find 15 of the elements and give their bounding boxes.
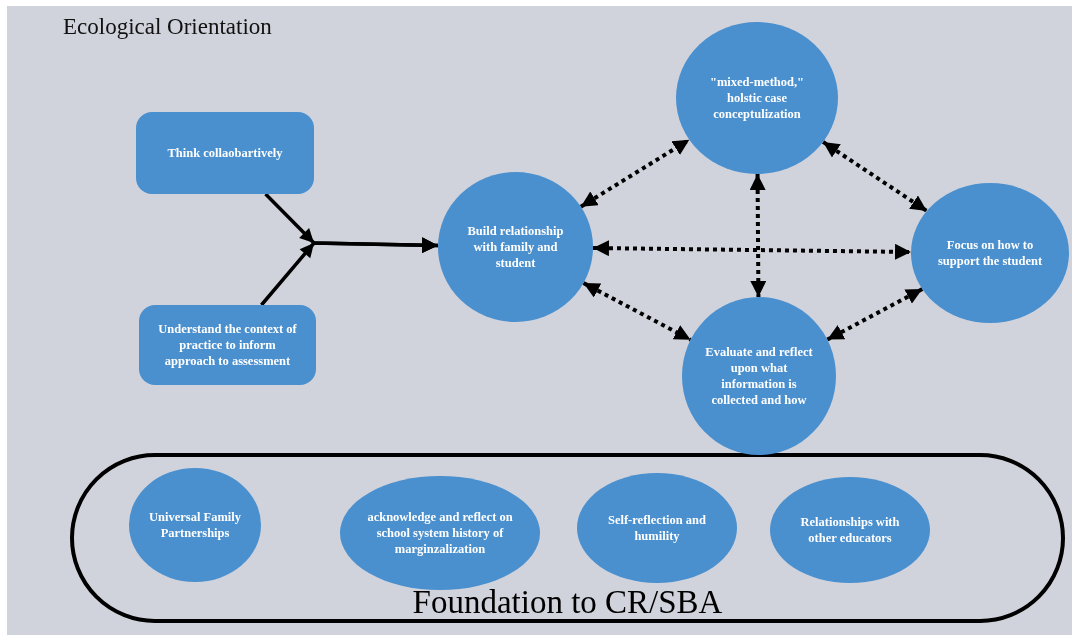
rounded-box bbox=[139, 305, 316, 385]
rounded-box bbox=[136, 112, 314, 194]
node-text: Build relationship with family and student bbox=[466, 222, 565, 272]
node-text: Understand the context of practice to inform approach to assessment bbox=[157, 320, 298, 370]
node-text: "mixed-method," holstic case conceptulization bbox=[708, 73, 806, 123]
diagram-title: Ecological Orientation bbox=[63, 14, 272, 40]
node-text: Evaluate and reflect upon what information is collected and how bbox=[704, 343, 814, 409]
pill-container bbox=[70, 453, 1065, 623]
node-text: Relationships with other educators bbox=[799, 513, 901, 547]
node-text: Think collaobartively bbox=[166, 144, 284, 162]
container-title: Foundation to CR/SBA bbox=[411, 583, 724, 623]
node-text: acknowledge and reflect on school system history of marginzalization bbox=[366, 508, 514, 558]
node-text: Universal Family Partnerships bbox=[148, 508, 242, 542]
node-text: Self-reflection and humility bbox=[607, 511, 707, 545]
node-text: Focus on how to support the student bbox=[936, 236, 1044, 270]
